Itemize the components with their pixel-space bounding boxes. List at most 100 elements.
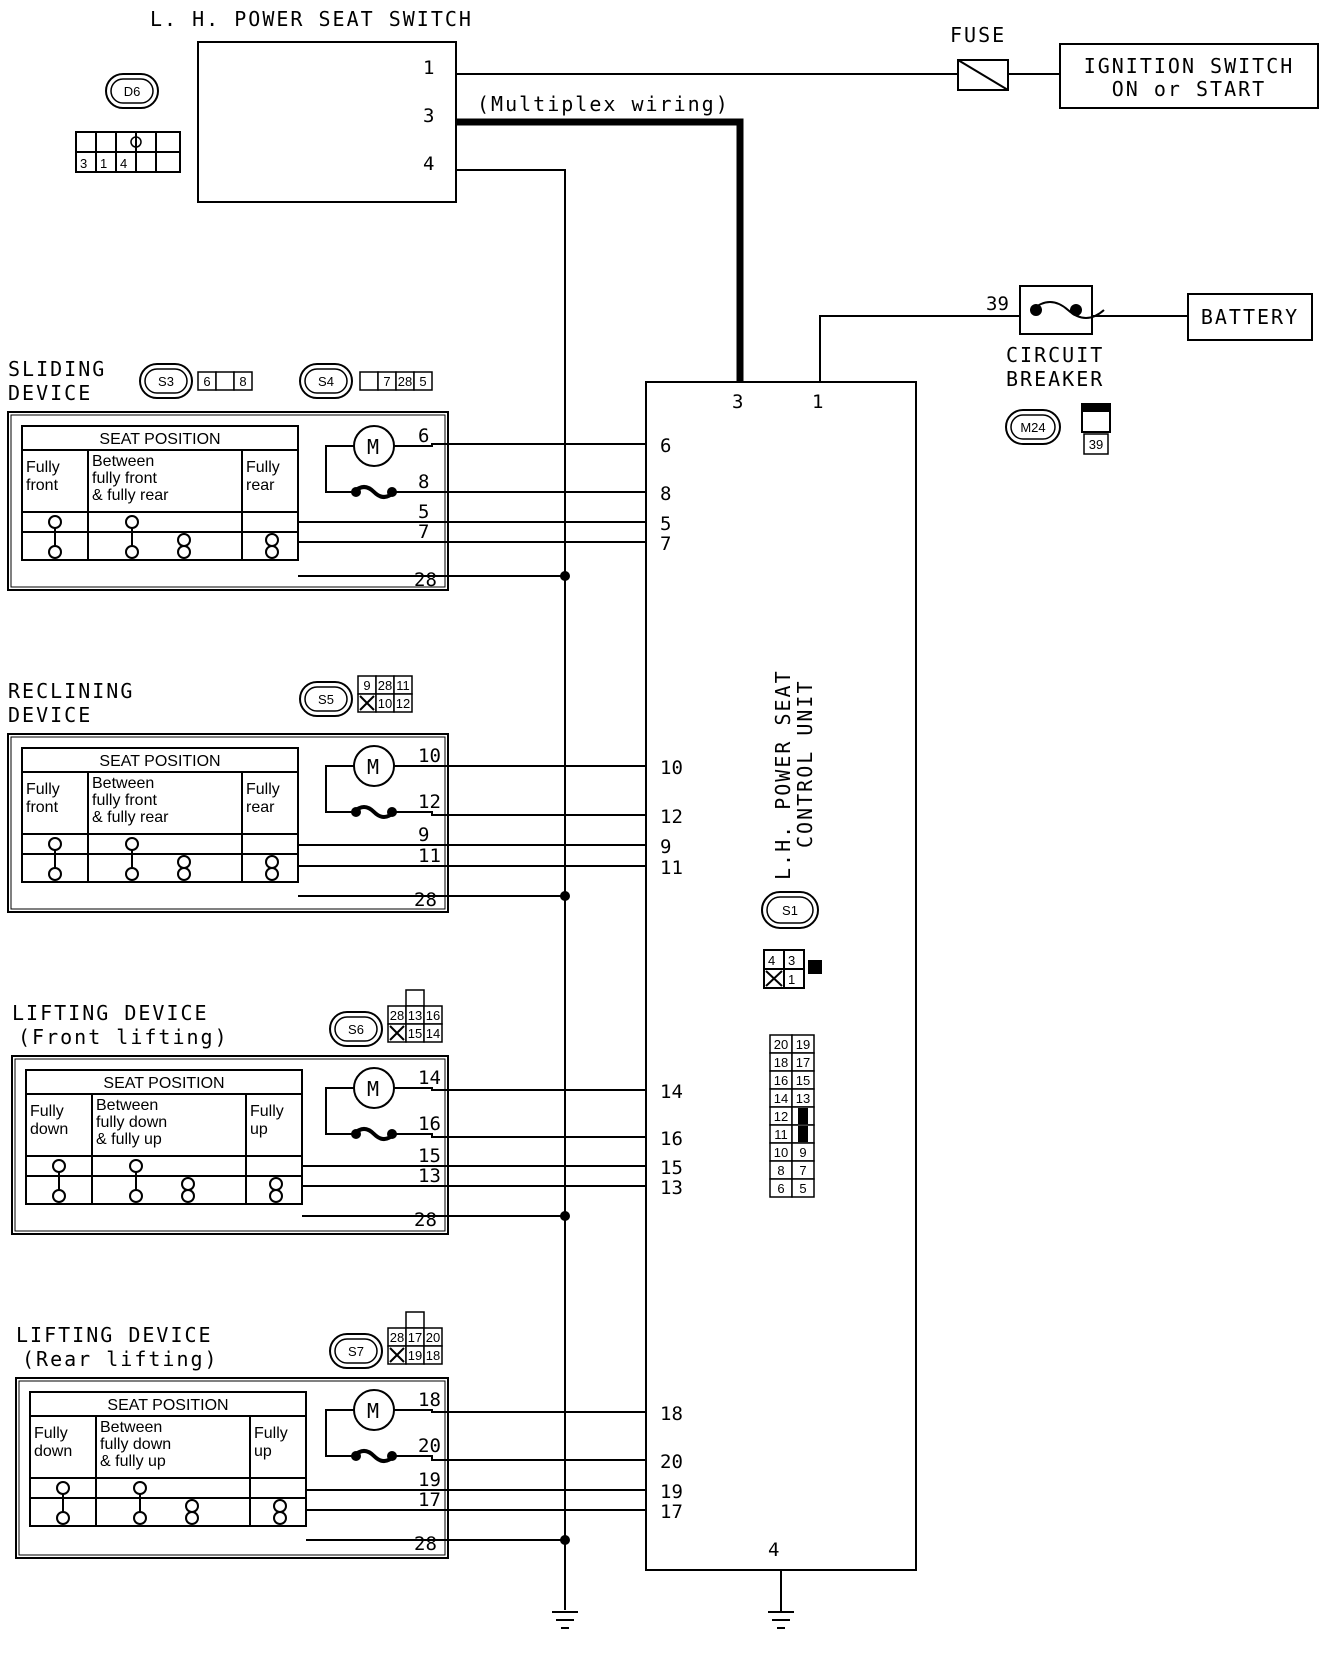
device-pin-label: 12 (418, 791, 441, 813)
table-title: SEAT POSITION (99, 753, 220, 770)
cu-pin-label: 16 (660, 1128, 683, 1150)
splice-point (560, 891, 570, 901)
connector-badge (329, 1011, 383, 1047)
device-title: RECLINING (8, 679, 134, 703)
ground-wire-main (456, 169, 566, 1610)
connector-pin-label: 15 (796, 1073, 810, 1088)
connector-pin-label: 10 (774, 1145, 788, 1160)
device-pin-label: 19 (418, 1469, 441, 1491)
wire (404, 443, 646, 447)
splice-point (560, 1535, 570, 1545)
connector-s1-badge (761, 891, 819, 929)
cu-pin-1: 1 (812, 391, 823, 413)
connector-pin-label: 11 (774, 1127, 788, 1142)
battery-label: BATTERY (1201, 305, 1299, 329)
table-col2: fully front (92, 470, 157, 487)
motor-breaker-icon (351, 1449, 397, 1463)
connector-s1-small: 4 3 1 (763, 949, 822, 989)
switch-box (197, 41, 457, 203)
motor-breaker-icon (351, 1127, 397, 1141)
svg-text:3: 3 (788, 953, 795, 968)
motor-icon: M (325, 425, 404, 493)
connector-s1-label: S1 (782, 903, 798, 918)
table-col3: rear (246, 477, 275, 494)
connector-pin-label: 19 (408, 1348, 422, 1363)
table-col1: front (26, 477, 59, 494)
svg-text:M: M (367, 1399, 381, 1423)
cu-pin-3: 3 (732, 391, 743, 413)
table-col1: Fully (34, 1425, 68, 1442)
connector-pin-label: 12 (774, 1109, 788, 1124)
wire (394, 811, 646, 816)
table-col1: Fully (26, 781, 60, 798)
connector-d6-badge (105, 73, 159, 109)
fuse-icon (957, 59, 1009, 91)
cu-pin-label: 8 (660, 483, 671, 505)
connector-d6-grid: 3 1 4 (75, 131, 181, 173)
table-col1: down (34, 1443, 72, 1460)
ignition-switch: IGNITION SWITCH ON or START (1059, 43, 1319, 109)
svg-text:4: 4 (120, 156, 127, 171)
ground-icon (552, 1611, 578, 1629)
connector-pin-label: 10 (378, 696, 392, 711)
svg-text:M: M (367, 1077, 381, 1101)
connector-badge (139, 363, 193, 399)
power-seat-switch: L. H. POWER SEAT SWITCH 1 3 4 D6 3 1 4 (75, 7, 471, 203)
table-col2: & fully rear (92, 487, 169, 504)
cu-pin-label: 12 (660, 806, 683, 828)
device-subtitle: DEVICE (8, 381, 92, 405)
device-pin-label: 20 (418, 1435, 441, 1457)
connector-pin-label: 28 (390, 1330, 404, 1345)
ignition-line1: IGNITION SWITCH (1084, 54, 1295, 78)
device-pin-label: 15 (418, 1145, 441, 1167)
splice-point (560, 1211, 570, 1221)
device-subtitle: DEVICE (8, 703, 92, 727)
connector-label: S7 (348, 1344, 364, 1359)
cu-pin-4: 4 (768, 1539, 779, 1561)
device-pin-label: 8 (418, 471, 429, 493)
switch-pin-4: 4 (423, 153, 434, 175)
connector-pin-label: 12 (396, 696, 410, 711)
fuse-label: FUSE (950, 23, 1006, 47)
connector-pin-label: 14 (774, 1091, 788, 1106)
cu-pin-label: 13 (660, 1177, 683, 1199)
connector-pin-label: 8 (239, 374, 246, 389)
device-pin-label: 17 (418, 1489, 441, 1511)
device-pin-label: 7 (418, 521, 429, 543)
table-col2: fully down (100, 1436, 171, 1453)
table-col1: down (30, 1121, 68, 1138)
device-pin-label: 14 (418, 1067, 441, 1089)
svg-text:3: 3 (80, 156, 87, 171)
device-pin-label: 16 (418, 1113, 441, 1135)
cu-title-line1: L.H. POWER SEAT (771, 669, 795, 880)
svg-text:39: 39 (1089, 437, 1103, 452)
connector-pin-label: 5 (799, 1181, 806, 1196)
device-title: LIFTING DEVICE (12, 1001, 209, 1025)
cu-pin-label: 14 (660, 1081, 683, 1103)
connector-m24-label: M24 (1020, 420, 1045, 435)
connector-pin-label: 16 (426, 1008, 440, 1023)
table-col1: front (26, 799, 59, 816)
motor-icon: M (325, 745, 404, 813)
fuse: FUSE (950, 23, 1009, 91)
table-col2: Between (100, 1419, 162, 1436)
device-pin-label: 6 (418, 425, 429, 447)
switch-pin-3: 3 (423, 105, 434, 127)
breaker-line1: CIRCUIT (1006, 343, 1104, 367)
breaker-pin: 39 (986, 293, 1009, 315)
table-col3: Fully (246, 459, 280, 476)
cu-pin-label: 5 (660, 513, 671, 535)
connector-pin-label: 5 (419, 374, 426, 389)
switch-pin-1: 1 (423, 57, 434, 79)
table-col3: up (254, 1443, 272, 1460)
connector-pin-label: 17 (408, 1330, 422, 1345)
